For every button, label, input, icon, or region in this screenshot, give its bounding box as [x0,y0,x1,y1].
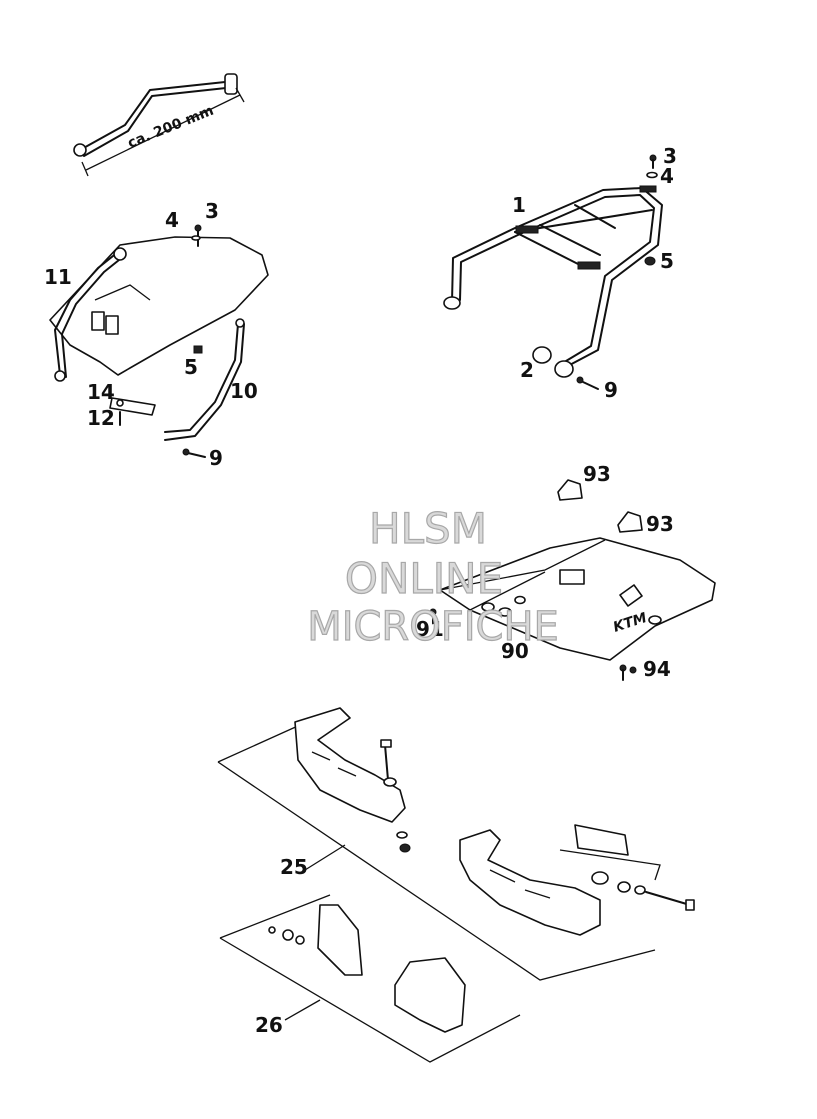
callout-12: 12 [87,406,115,430]
callout-90: 90 [501,639,529,663]
luggage-rack-assembly [443,154,663,390]
callout-5-rack: 5 [660,249,674,273]
callout-26: 26 [255,1013,283,1037]
dimension-label: ca. 200 mm [126,103,217,152]
watermark-line-1: HLSM [369,504,487,553]
callout-3-fender: 3 [205,199,219,223]
callout-94: 94 [643,657,671,681]
callout-10: 10 [230,379,258,403]
callout-93-top: 93 [583,462,611,486]
watermark: HLSM ONLINE MICROFICHE [307,503,560,650]
callout-14: 14 [87,380,115,404]
hand-guard-assembly [217,707,695,1063]
callout-93-side: 93 [646,512,674,536]
rear-fender-assembly [49,224,269,458]
grab-handle-dimension-sketch: ca. 200 mm [73,73,245,177]
watermark-line-3: MICROFICHE [307,604,559,650]
callout-25: 25 [280,855,308,879]
callout-3-rack: 3 [663,144,677,168]
leader-lines [284,844,346,1021]
callout-1: 1 [512,193,526,217]
callouts: 1 2 3 3 4 4 5 5 9 9 10 11 12 14 25 26 90… [44,144,677,1037]
callout-91: 91 [416,617,444,641]
callout-2: 2 [520,358,534,382]
callout-9-rack: 9 [604,378,618,402]
callout-5-fender: 5 [184,355,198,379]
callout-4-rack: 4 [660,164,674,188]
skid-plate-assembly: KTM [429,479,716,681]
watermark-line-2: ONLINE [345,554,503,603]
callout-4-fender: 4 [165,208,179,232]
callout-11: 11 [44,265,72,289]
callout-9-fender: 9 [209,446,223,470]
